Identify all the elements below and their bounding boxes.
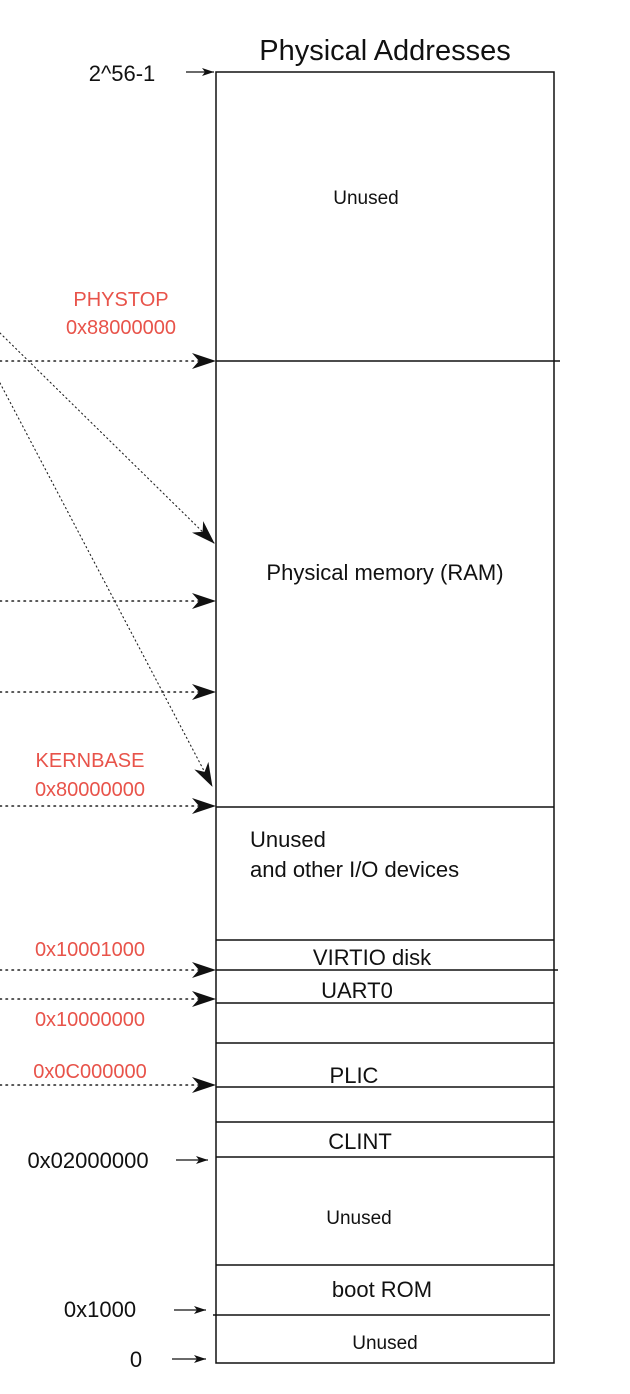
address-clint-base: 0x02000000 [27,1148,148,1173]
dotted-diagonal-arrow-1 [0,332,215,544]
diagram-title: Physical Addresses [259,35,510,67]
kernbase-label: KERNBASE [36,750,145,772]
phystop-label: PHYSTOP [73,289,168,311]
region-unused-io-line2: and other I/O devices [250,857,459,882]
phystop-value: 0x88000000 [66,317,176,339]
region-ram: Physical memory (RAM) [266,560,503,585]
dotted-diagonal-arrow-2 [0,382,213,787]
region-virtio: VIRTIO disk [313,945,432,970]
region-unused-io-line1: Unused [250,827,326,852]
region-unused-bottom: Unused [352,1333,418,1354]
region-uart: UART0 [321,978,393,1003]
region-unused-mid: Unused [326,1208,392,1229]
region-boot-rom: boot ROM [332,1277,432,1302]
address-boot-rom-base: 0x1000 [64,1297,136,1322]
address-top: 2^56-1 [89,61,156,86]
kernbase-value: 0x80000000 [35,779,145,801]
plic-base-address: 0x0C000000 [33,1061,146,1083]
virtio-base-address: 0x10001000 [35,939,145,961]
region-clint: CLINT [328,1129,392,1154]
region-unused-top: Unused [333,188,399,209]
uart-base-address: 0x10000000 [35,1009,145,1031]
address-zero: 0 [130,1347,142,1372]
memory-map-box [215,71,555,1364]
region-plic: PLIC [330,1063,379,1088]
